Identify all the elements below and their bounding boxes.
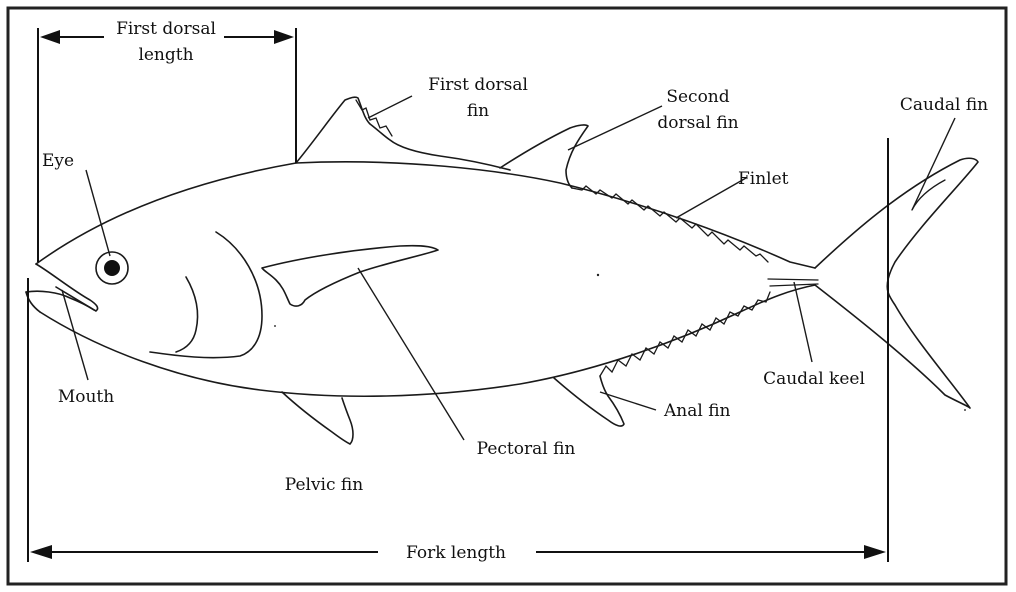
label-second-dorsal-fin-line2: dorsal fin bbox=[657, 113, 738, 133]
fork-arrowhead-right bbox=[864, 545, 886, 559]
arrowhead-right bbox=[274, 30, 294, 44]
eye bbox=[96, 252, 128, 284]
label-caudal-fin: Caudal fin bbox=[900, 95, 988, 115]
label-fork-length: Fork length bbox=[406, 543, 506, 563]
speck-1 bbox=[597, 274, 599, 276]
leader-first-dorsal-fin bbox=[368, 96, 412, 118]
pelvic-fin bbox=[282, 392, 353, 444]
label-second-dorsal-fin-line1: Second bbox=[666, 87, 729, 107]
ventral-finlets bbox=[600, 292, 770, 376]
label-first-dorsal-length-line2: length bbox=[138, 45, 193, 65]
speck-3 bbox=[964, 409, 966, 411]
fork-arrowhead-left bbox=[30, 545, 52, 559]
fish-outline bbox=[26, 162, 818, 396]
upper-jaw bbox=[36, 264, 98, 311]
leader-anal-fin bbox=[600, 392, 656, 410]
leader-eye bbox=[86, 170, 110, 256]
label-mouth: Mouth bbox=[58, 387, 114, 407]
operculum bbox=[150, 232, 262, 358]
label-anal-fin: Anal fin bbox=[663, 401, 731, 421]
second-dorsal-fin bbox=[500, 125, 588, 188]
leader-pectoral-fin bbox=[358, 268, 464, 440]
dorsal-finlets bbox=[572, 186, 768, 262]
label-caudal-keel: Caudal keel bbox=[763, 369, 865, 389]
dorsal-contour bbox=[36, 162, 815, 268]
arrowhead-left bbox=[40, 30, 60, 44]
label-finlet: Finlet bbox=[738, 169, 789, 189]
operculum-inner bbox=[176, 277, 198, 352]
leader-second-dorsal-fin bbox=[568, 106, 662, 150]
label-eye: Eye bbox=[42, 151, 74, 171]
leader-finlet bbox=[676, 178, 746, 218]
eye-pupil bbox=[104, 260, 120, 276]
label-first-dorsal-fin-line1: First dorsal bbox=[428, 75, 528, 95]
caudal-fin-upper-lobe bbox=[815, 158, 978, 292]
caudal-fin-lower-lobe bbox=[815, 285, 970, 408]
speck-2 bbox=[274, 325, 276, 327]
fork-length-dimension bbox=[28, 138, 888, 562]
anal-fin bbox=[554, 376, 624, 426]
caudal-keel-line-upper bbox=[768, 279, 818, 280]
leader-caudal-keel bbox=[794, 282, 812, 362]
label-first-dorsal-length-line1: First dorsal bbox=[116, 19, 216, 39]
lower-jaw bbox=[26, 291, 94, 310]
label-first-dorsal-fin-line2: fin bbox=[467, 101, 489, 121]
label-pelvic-fin: Pelvic fin bbox=[285, 475, 363, 495]
pectoral-fin bbox=[262, 246, 438, 306]
label-pectoral-fin: Pectoral fin bbox=[477, 439, 576, 459]
